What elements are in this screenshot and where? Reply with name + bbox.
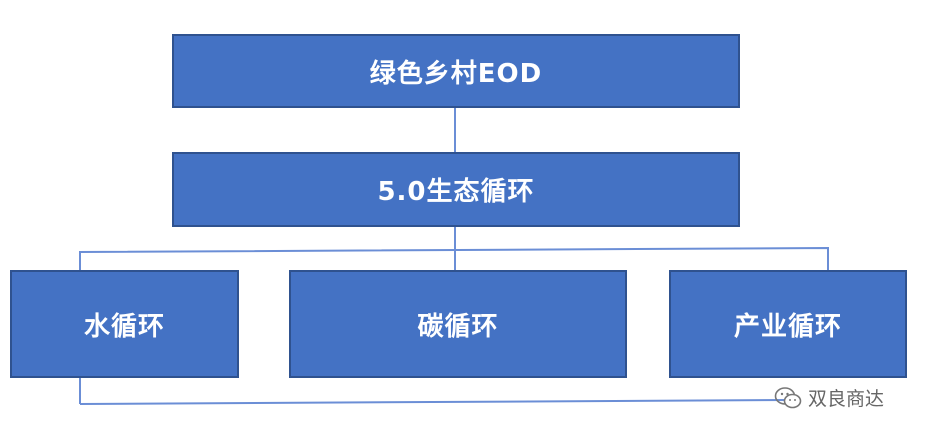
child-node-industry-label: 产业循环 <box>733 311 842 342</box>
child-node-water-label: 水循环 <box>83 311 165 342</box>
root-node: 绿色乡村EOD <box>172 34 740 108</box>
level2-node: 5.0生态循环 <box>172 152 740 227</box>
wechat-icon <box>774 386 802 408</box>
connector-branch-top <box>79 246 829 270</box>
watermark-text: 双良商达 <box>808 388 885 410</box>
child-node-water: 水循环 <box>10 270 239 378</box>
child-node-industry: 产业循环 <box>669 270 907 378</box>
watermark: 双良商达 <box>774 384 884 411</box>
root-node-label: 绿色乡村EOD <box>369 58 543 89</box>
child-node-carbon-label: 碳循环 <box>417 311 499 342</box>
level2-node-label: 5.0生态循环 <box>377 177 535 207</box>
connector-bottom-rail <box>79 399 791 405</box>
child-node-carbon: 碳循环 <box>289 270 627 378</box>
